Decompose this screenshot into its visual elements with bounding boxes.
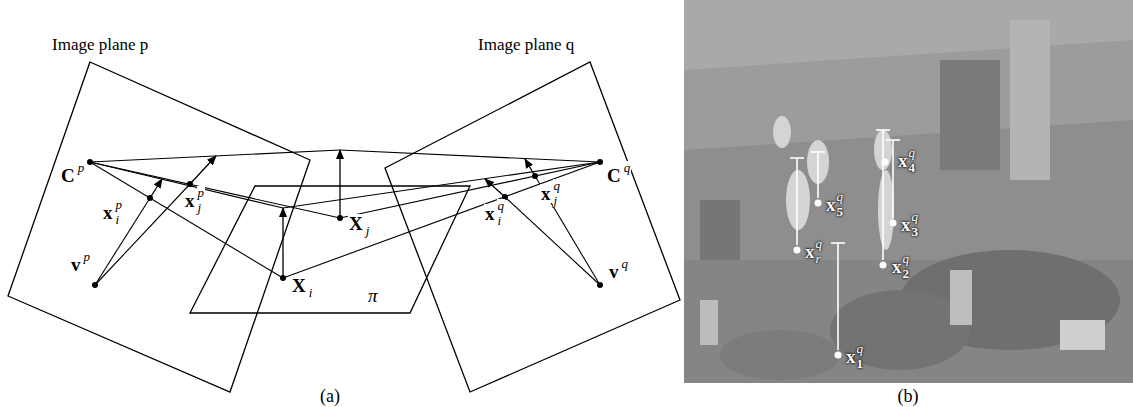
point-label: v bbox=[608, 262, 620, 281]
points bbox=[87, 159, 603, 288]
point-label: x bbox=[102, 203, 114, 222]
point-label: x bbox=[540, 184, 552, 203]
view-superscript: q bbox=[497, 199, 506, 212]
panel-label: (b) bbox=[897, 387, 920, 405]
point-subscript: i bbox=[497, 214, 503, 227]
point-label: x bbox=[901, 215, 911, 234]
height-arrows bbox=[150, 150, 535, 278]
point-subscript: 2 bbox=[903, 267, 910, 280]
point-label: x bbox=[805, 242, 815, 261]
point-label: x bbox=[846, 347, 856, 366]
photo bbox=[684, 0, 1133, 383]
plane-shape bbox=[0, 30, 320, 395]
view-superscript: q bbox=[623, 161, 632, 174]
point-subscript: 3 bbox=[912, 225, 919, 238]
point-subscript: j bbox=[365, 224, 371, 237]
image-points bbox=[794, 159, 897, 359]
point-label: v bbox=[70, 255, 82, 274]
point-label: x bbox=[484, 204, 496, 223]
point-subscript: j bbox=[197, 201, 203, 214]
point-label: X bbox=[348, 214, 364, 233]
point-subscript: i bbox=[115, 213, 121, 226]
view-superscript: p bbox=[83, 250, 92, 263]
point-label: x bbox=[892, 257, 902, 276]
point-label: C bbox=[60, 166, 76, 185]
point-label: x bbox=[826, 195, 836, 214]
panel-label: (a) bbox=[319, 387, 341, 405]
point-label: x bbox=[898, 151, 908, 170]
point-subscript: 5 bbox=[837, 205, 844, 218]
view-superscript: q bbox=[837, 190, 844, 203]
view-superscript: q bbox=[816, 237, 823, 250]
view-superscript: q bbox=[621, 257, 630, 270]
point-subscript: 1 bbox=[857, 357, 864, 370]
plane-heading: π bbox=[368, 286, 378, 305]
plane-heading: Image plane p bbox=[52, 36, 148, 53]
view-superscript: p bbox=[197, 186, 206, 199]
point-label: x bbox=[184, 191, 196, 210]
plane-outline: Image plane q bbox=[380, 30, 685, 395]
point-subscript: j bbox=[553, 194, 559, 207]
plane-shape bbox=[188, 184, 472, 315]
height-segments bbox=[790, 130, 900, 350]
point-subscript: r bbox=[816, 252, 821, 265]
point-subscript: i bbox=[308, 286, 314, 299]
projection-rays bbox=[90, 150, 600, 285]
plane-heading: Image plane q bbox=[478, 36, 574, 53]
point-label: X bbox=[291, 276, 307, 295]
plane-outline: π bbox=[188, 184, 472, 315]
plane-shape bbox=[380, 30, 685, 395]
view-superscript: p bbox=[77, 161, 86, 174]
view-superscript: q bbox=[903, 252, 910, 265]
plane-outline: Image plane p bbox=[0, 30, 320, 395]
view-superscript: q bbox=[857, 342, 864, 355]
point-subscript: 4 bbox=[909, 161, 916, 174]
view-superscript: q bbox=[912, 210, 919, 223]
view-superscript: q bbox=[909, 146, 916, 159]
view-superscript: p bbox=[115, 198, 124, 211]
point-label: C bbox=[606, 166, 622, 185]
view-superscript: q bbox=[553, 179, 562, 192]
